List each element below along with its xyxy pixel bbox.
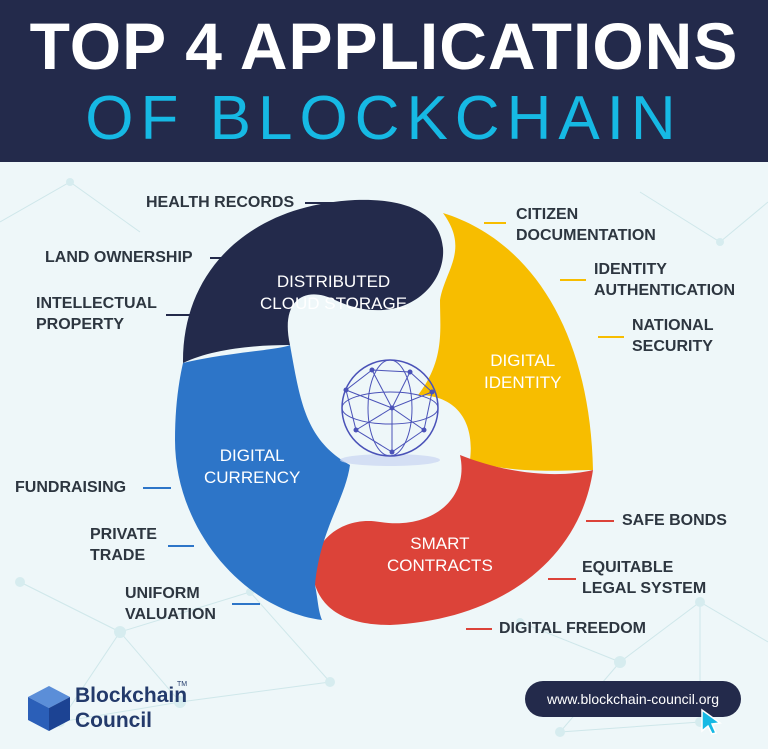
segment-digital-currency	[175, 345, 350, 620]
connector-line	[168, 545, 194, 547]
segment-distributed-cloud-storage	[182, 199, 444, 363]
label-land-ownership: LAND OWNERSHIP	[45, 249, 193, 266]
background-network	[0, 178, 768, 737]
connector-line	[586, 520, 614, 522]
connector-line	[560, 279, 586, 281]
segment-smart-contracts	[313, 455, 593, 625]
cycle-diagram	[175, 199, 593, 625]
segment-digital-identity	[418, 213, 593, 471]
title-line-1: TOP 4 APPLICATIONS	[29, 9, 739, 83]
website-url-button[interactable]: www.blockchain-council.org	[525, 681, 741, 717]
globe-icon	[340, 359, 440, 466]
brand-name: Blockchain Council	[75, 684, 188, 732]
label-digital-freedom: DIGITAL FREEDOM	[499, 620, 646, 637]
title-line-2: OF BLOCKCHAIN	[85, 84, 683, 153]
connector-line	[166, 314, 193, 316]
connector-line	[210, 257, 238, 259]
connector-line	[598, 336, 624, 338]
label-fundraising: FUNDRAISING	[15, 479, 127, 496]
connector-line	[143, 487, 171, 489]
connector-line	[484, 222, 506, 224]
connector-line	[548, 578, 576, 580]
header-banner: TOP 4 APPLICATIONS OF BLOCKCHAIN	[0, 0, 768, 162]
connector-line	[466, 628, 492, 630]
connector-line	[305, 202, 335, 204]
trademark-mark: TM	[177, 681, 188, 688]
cube-logo-icon	[28, 686, 70, 731]
connector-line	[232, 603, 260, 605]
label-safe-bonds: SAFE BONDS	[622, 512, 727, 529]
label-health-records: HEALTH RECORDS	[146, 194, 295, 211]
cursor-pointer-icon	[701, 708, 722, 735]
